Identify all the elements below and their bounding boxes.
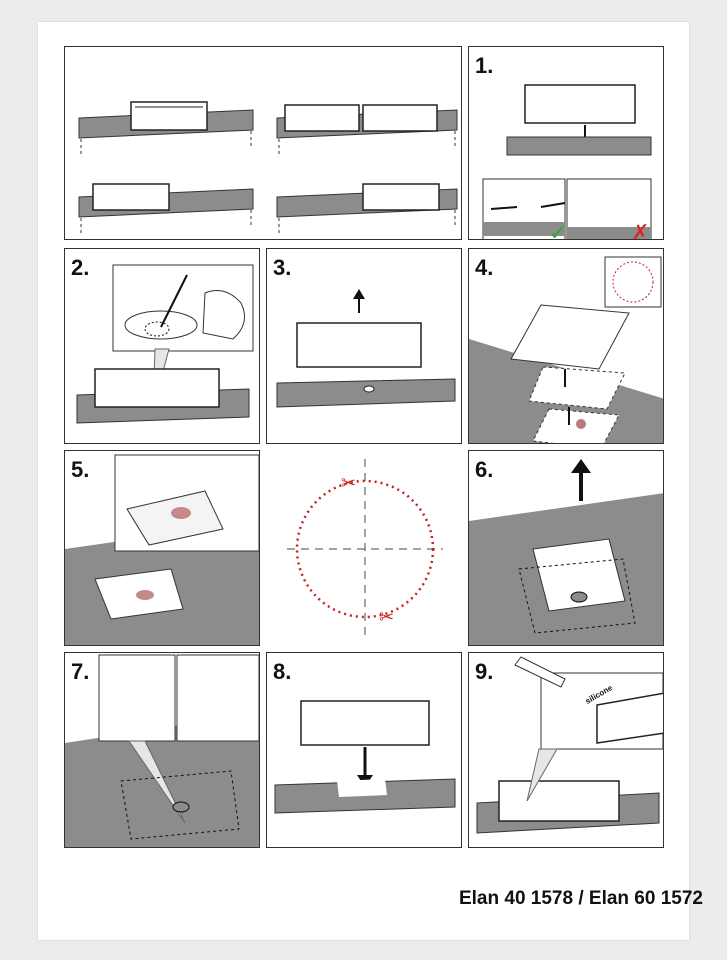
insert-basin-illustration [274, 700, 456, 814]
place-basin-illustration: ✓ ✗ [482, 84, 652, 240]
mark-drain-illustration [76, 264, 254, 424]
step-number: 1. [475, 53, 494, 78]
instruction-sheet: 1. ✓ ✗ 2. 3. [38, 22, 703, 940]
step-number: 9. [475, 659, 494, 684]
tape-template-illustration [65, 454, 259, 645]
placement-options-illustration [78, 101, 458, 233]
step-number: 5. [71, 457, 90, 482]
step-number: 4. [475, 255, 494, 280]
step-8-panel: 8. [266, 652, 462, 848]
step-number: 2. [71, 255, 90, 280]
step-4-panel: 4. [468, 248, 664, 444]
ok-check-icon: ✓ [549, 221, 567, 240]
step-number: 3. [273, 255, 292, 280]
step-7-panel: 7. [64, 652, 260, 848]
step-3-panel: 3. [266, 248, 462, 444]
step-number: 6. [475, 457, 494, 482]
step-number: 7. [71, 659, 90, 684]
step-1-panel: 1. ✓ ✗ [468, 46, 664, 240]
step-2-panel: 2. [64, 248, 260, 444]
step-6-panel: 6. [468, 450, 664, 646]
overview-panel [64, 46, 462, 240]
remove-template-illustration [469, 459, 663, 645]
template-alignment-illustration [469, 256, 663, 443]
silicone-seal-illustration [476, 656, 663, 834]
drill-and-saw-illustration [65, 654, 259, 847]
wrong-cross-icon: ✗ [631, 221, 649, 240]
scissors-icon: ✂ [341, 473, 356, 494]
scissors-icon: ✂ [379, 607, 394, 628]
model-number-footer: Elan 40 1578 / Elan 60 1572 [458, 888, 703, 909]
circle-cut-template-illustration: ✂ ✂ [287, 459, 443, 641]
step-9-panel: 9. [468, 652, 664, 848]
step-5-panel: 5. [64, 450, 260, 646]
lift-basin-illustration [276, 289, 456, 408]
cut-guide-panel: ✂ ✂ [266, 450, 462, 646]
step-number: 8. [273, 659, 292, 684]
